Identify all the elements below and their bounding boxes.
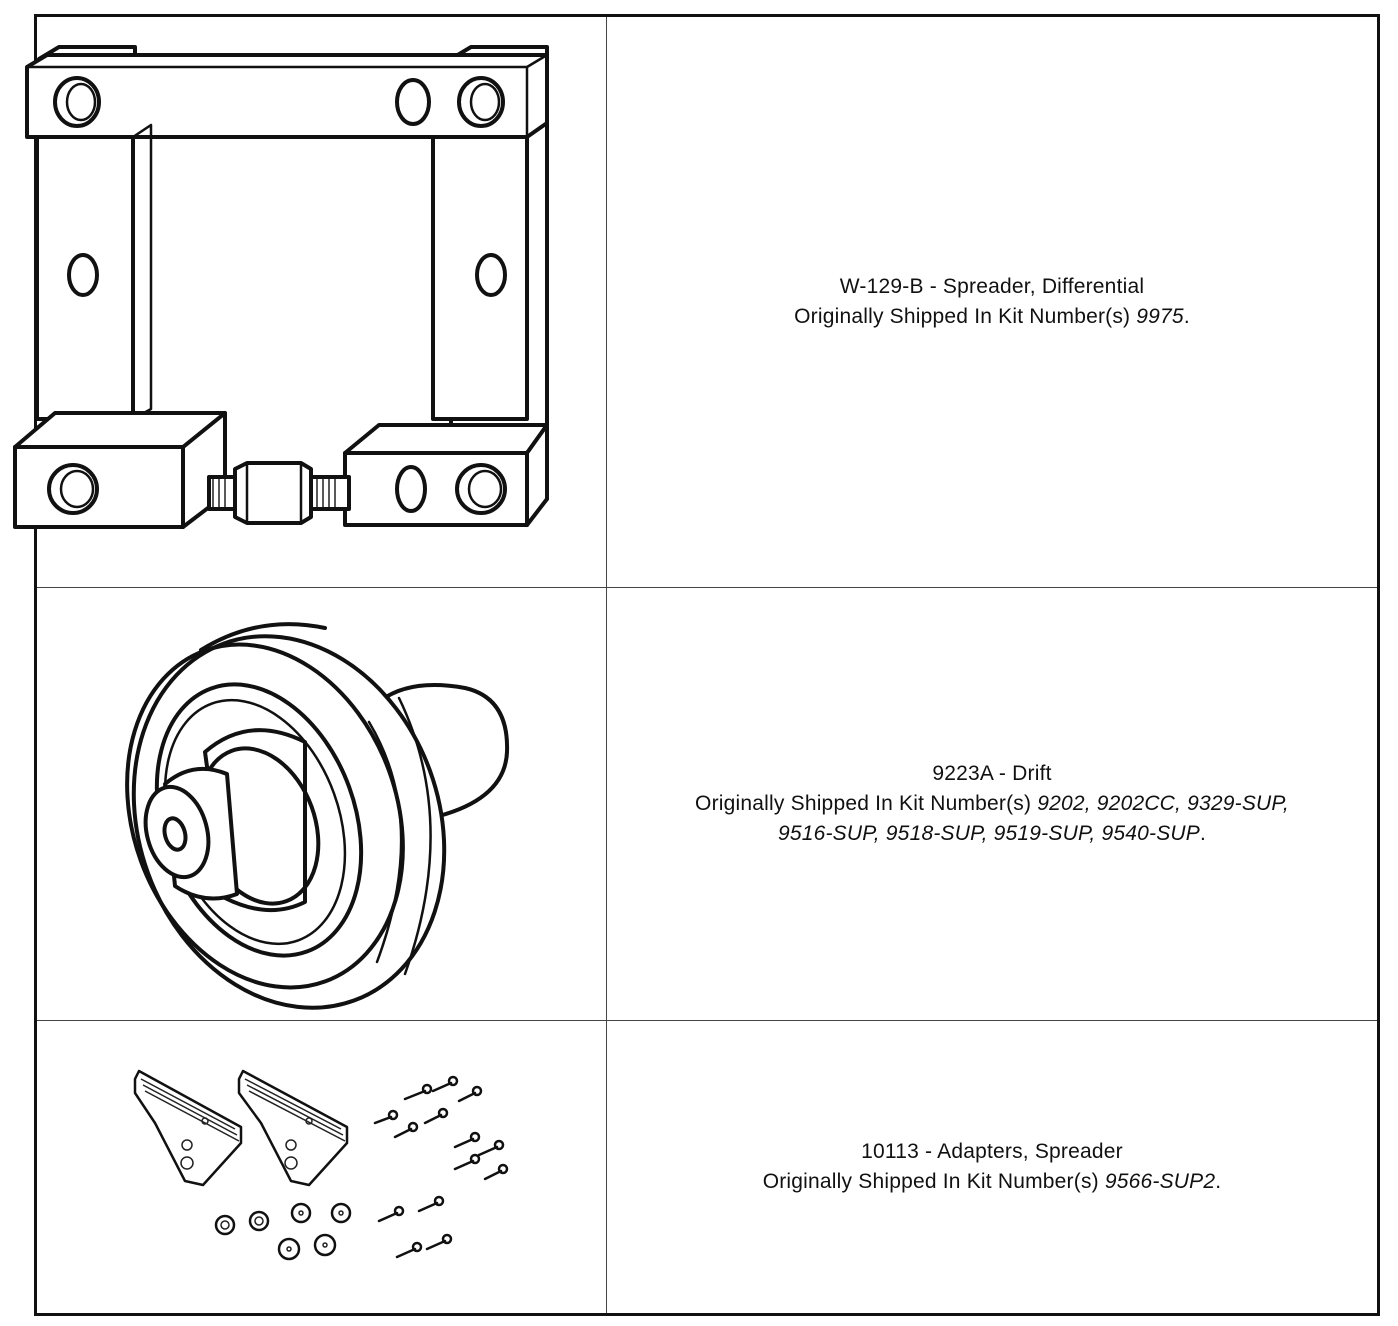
kit-suffix: . [1183,305,1190,328]
kit-line: Originally Shipped In Kit Number(s) 9566… [763,1167,1222,1197]
kit-numbers: 9202, 9202CC, 9329-SUP, [1037,792,1289,815]
spreader-differential-icon [13,45,549,529]
kit-line: Originally Shipped In Kit Number(s) 9975… [794,302,1190,332]
tool-image-cell [37,588,606,1020]
kit-prefix: Originally Shipped In Kit Number(s) [762,1170,1105,1193]
kit-line: Originally Shipped In Kit Number(s) 9202… [695,789,1289,819]
column-divider [606,588,607,1020]
table-row: 10113 - Adapters, Spreader Originally Sh… [37,1021,1377,1313]
tool-image-cell [13,17,606,587]
kit-prefix: Originally Shipped In Kit Number(s) [794,305,1137,328]
tool-description-cell: 10113 - Adapters, Spreader Originally Sh… [607,1021,1377,1313]
tool-title: 9223A - Drift [932,762,1052,785]
kit-numbers: 9566-SUP2 [1104,1170,1216,1193]
tool-description-cell: 9223A - Drift Originally Shipped In Kit … [607,588,1377,1020]
kit-numbers: 9975 [1136,305,1184,328]
tool-description-cell: W-129-B - Spreader, Differential Origina… [607,17,1377,587]
tool-title: W-129-B - Spreader, Differential [839,275,1145,298]
tool-list-table: W-129-B - Spreader, Differential Origina… [13,14,1380,1316]
table-row: 9223A - Drift Originally Shipped In Kit … [37,588,1377,1021]
kit-suffix: . [1200,822,1207,845]
kit-numbers-continued: 9516-SUP, 9518-SUP, 9519-SUP, 9540-SUP [777,822,1200,845]
tool-title: 10113 - Adapters, Spreader [861,1140,1123,1163]
table-row: W-129-B - Spreader, Differential Origina… [13,17,1377,588]
drift-icon [125,622,510,1010]
kit-suffix: . [1215,1170,1222,1193]
column-divider [606,17,607,587]
kit-line-2: 9516-SUP, 9518-SUP, 9519-SUP, 9540-SUP. [778,819,1206,849]
column-divider [606,1021,607,1313]
tool-image-cell [37,1021,606,1313]
spreader-adapters-icon [133,1069,509,1261]
kit-prefix: Originally Shipped In Kit Number(s) [695,792,1038,815]
